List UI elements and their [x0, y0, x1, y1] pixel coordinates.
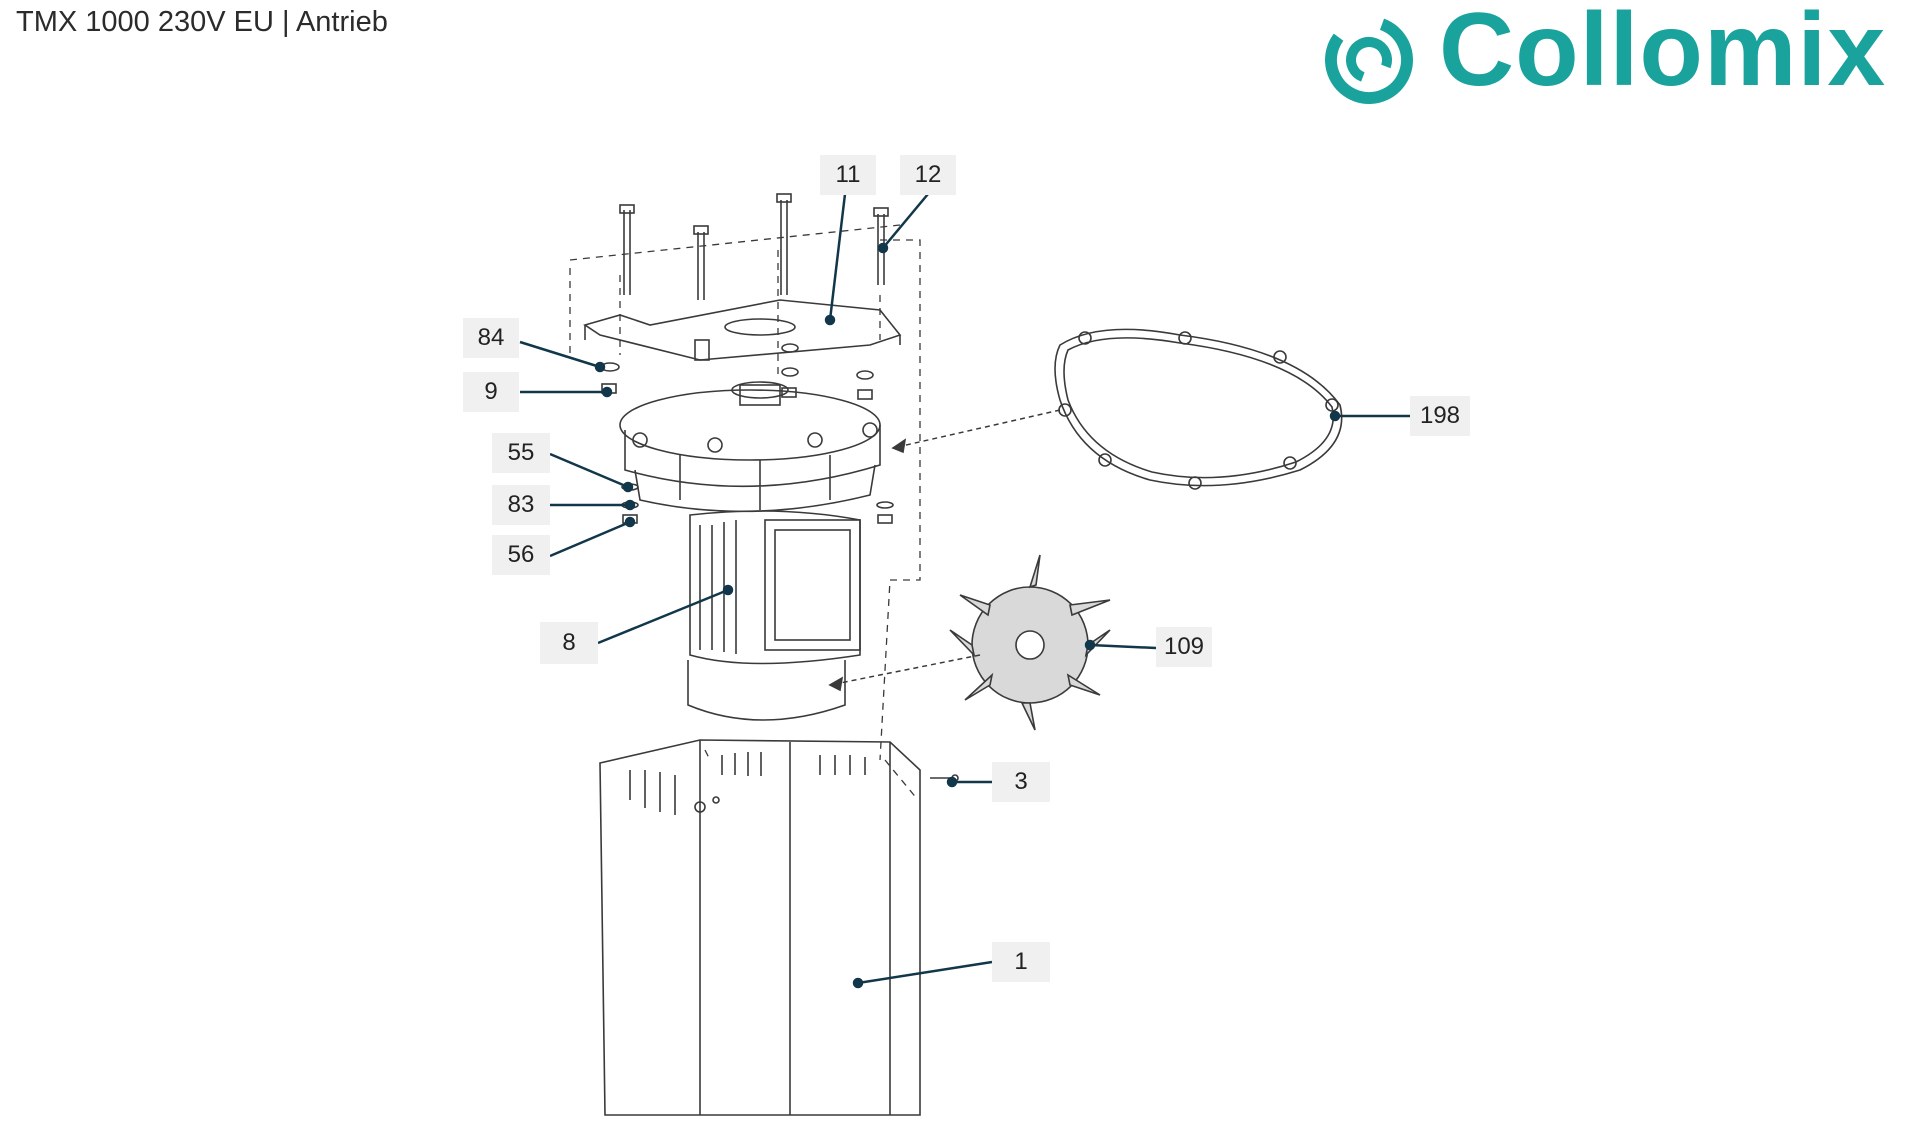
callout-84: 84 [463, 318, 519, 358]
callout-11: 11 [820, 155, 876, 195]
leader-lines [519, 193, 1410, 989]
callout-8: 8 [540, 622, 598, 664]
gasket [1054, 328, 1343, 490]
collomix-swirl-icon [1325, 16, 1413, 104]
callout-56: 56 [492, 535, 550, 575]
callout-9: 9 [463, 372, 519, 412]
page-title: TMX 1000 230V EU | Antrieb [16, 6, 388, 38]
callout-1: 1 [992, 942, 1050, 982]
callout-109: 109 [1156, 627, 1212, 667]
mounting-plate [583, 299, 902, 361]
callout-55: 55 [492, 433, 550, 473]
gearbox [619, 381, 881, 513]
callout-3: 3 [992, 762, 1050, 802]
electric-motor [687, 510, 861, 721]
callout-198: 198 [1410, 396, 1470, 436]
washers [600, 343, 894, 524]
arrow-head [891, 438, 907, 454]
callout-12: 12 [900, 155, 956, 195]
arrow-lines [829, 409, 1061, 686]
motor-housing [599, 739, 959, 1116]
logo-wordmark: Collomix [1439, 0, 1887, 108]
callout-83: 83 [492, 485, 550, 525]
arrow-head [828, 676, 844, 692]
assembly-guide-lines [569, 224, 921, 801]
brand-logo: Collomix [1310, 0, 1910, 104]
bolts [619, 193, 889, 300]
cooling-fan [949, 554, 1111, 731]
